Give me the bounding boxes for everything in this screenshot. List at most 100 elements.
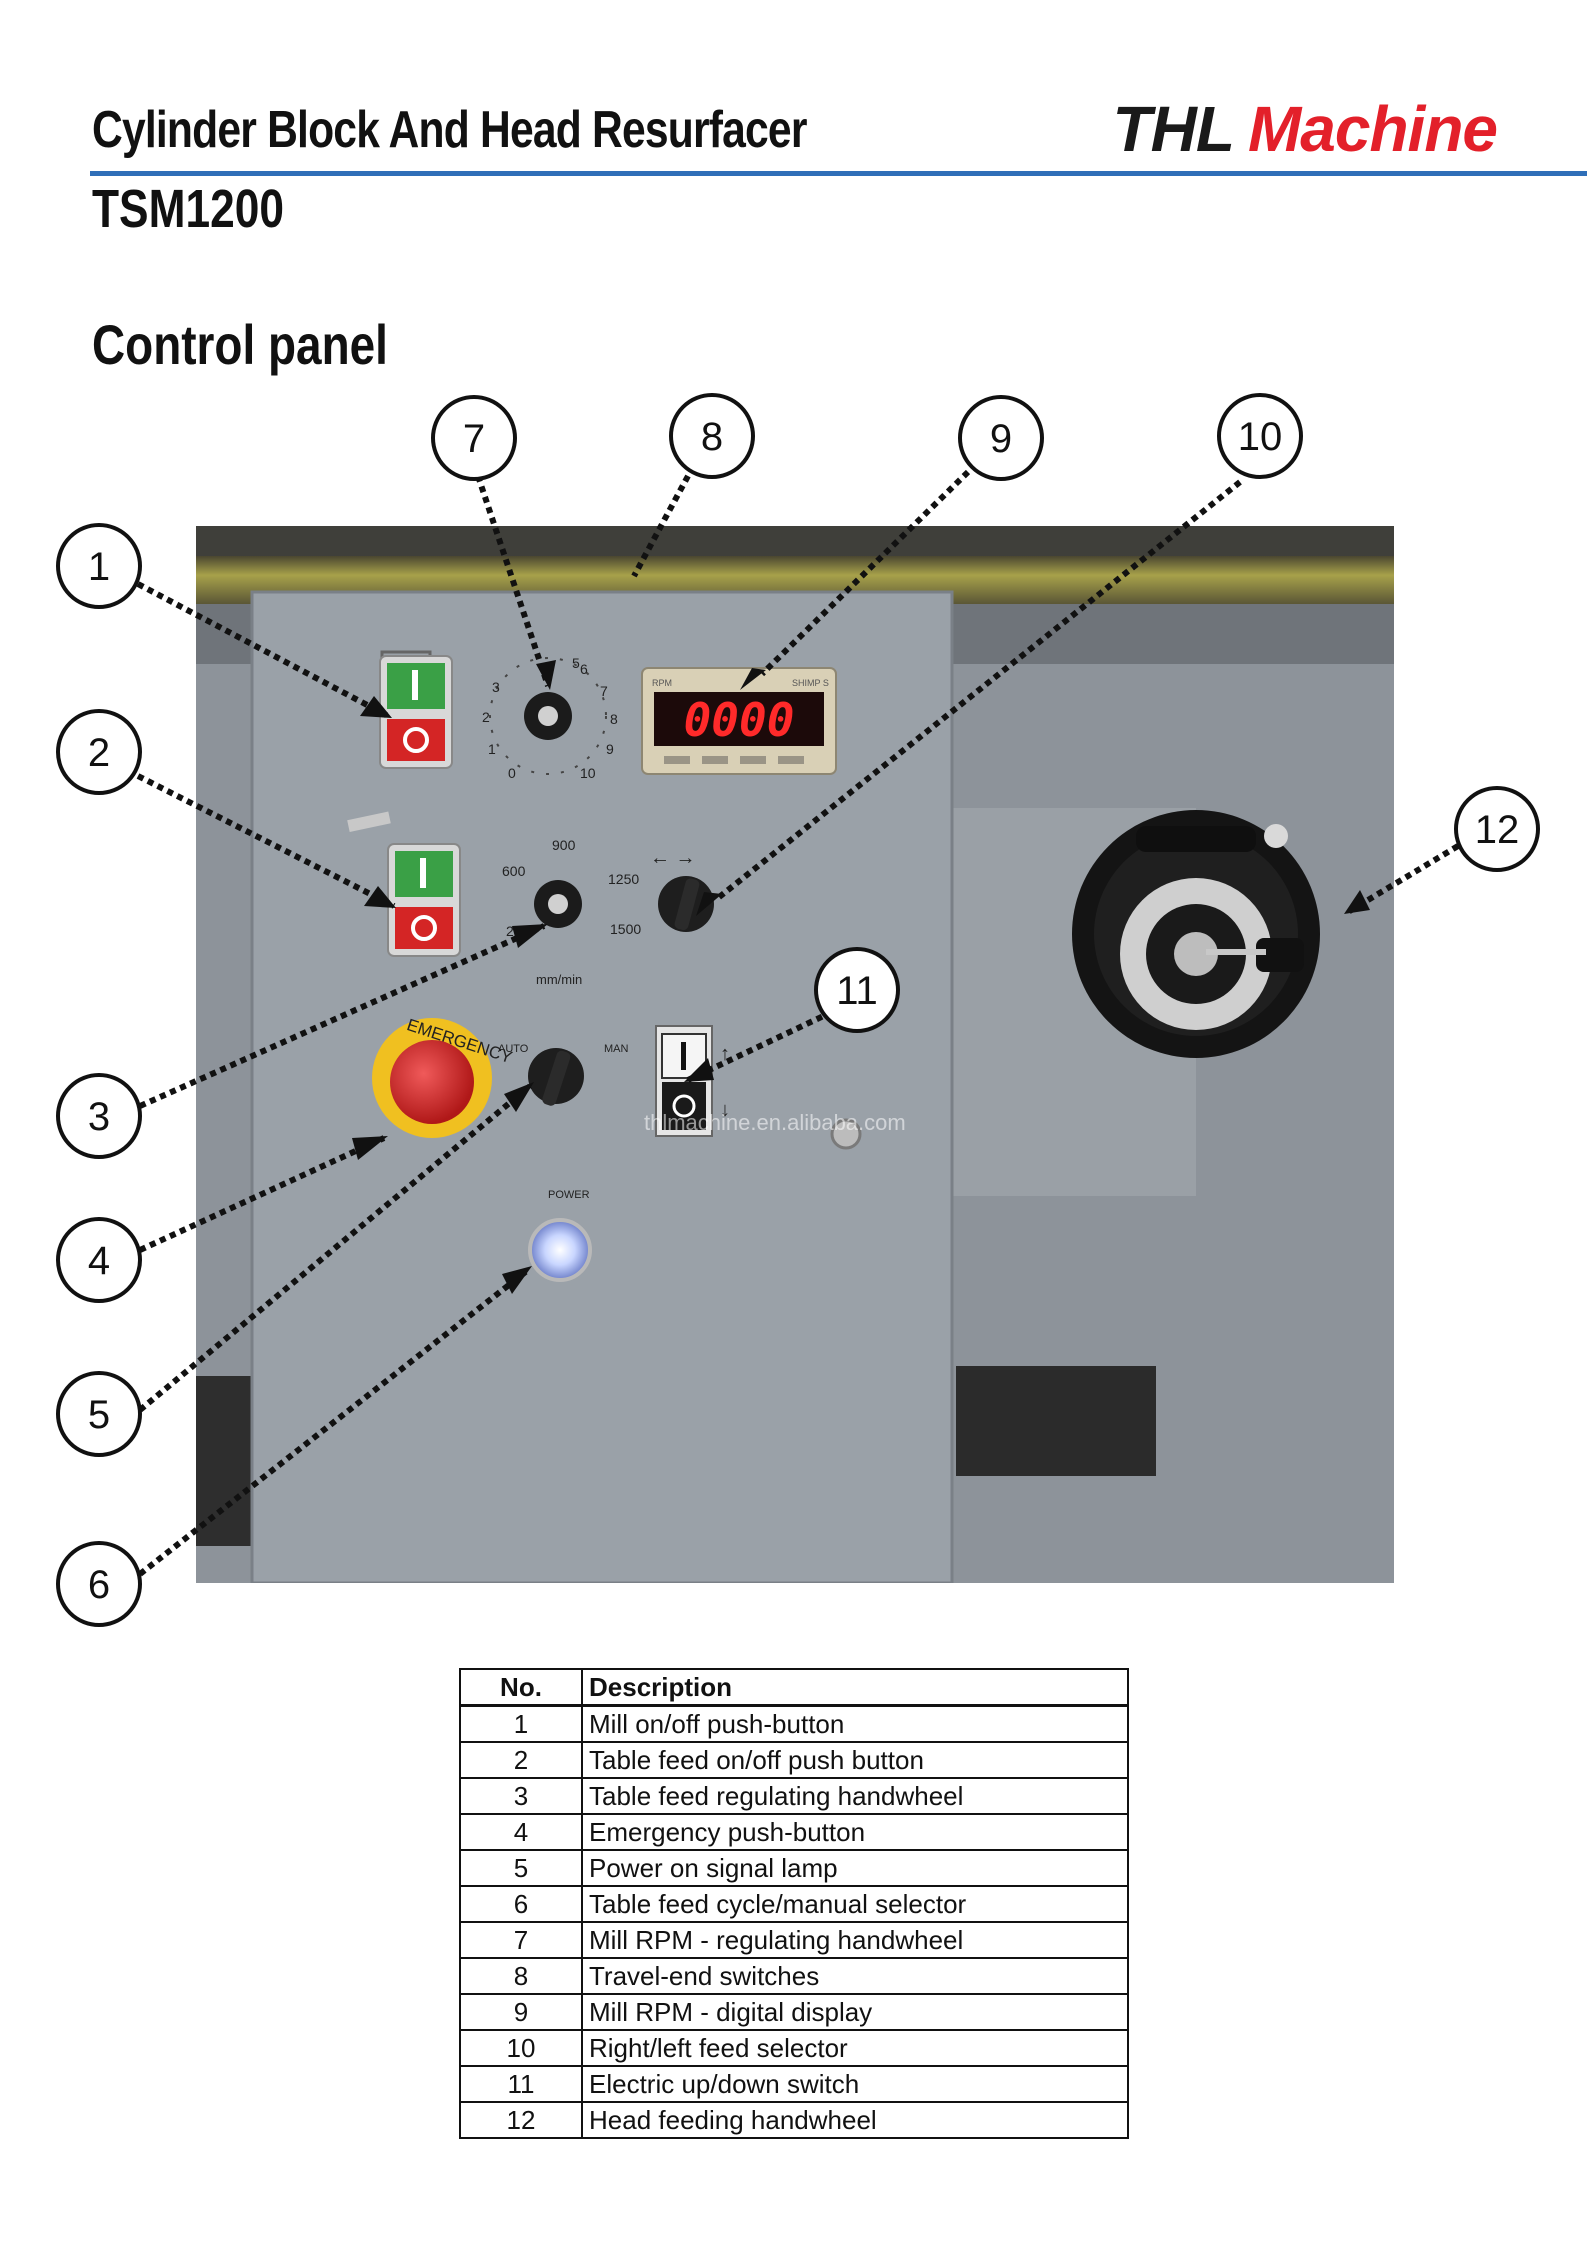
rpm-scale-label: 7 [600,683,608,699]
callout-3: 3 [56,1073,142,1159]
row-number: 11 [459,2065,583,2103]
power-lamp: POWER [528,1189,592,1282]
callout-number: 10 [1238,415,1283,459]
row-description: Table feed cycle/manual selector [581,1885,1129,1923]
callout-number: 9 [990,417,1012,461]
callout-10: 10 [1217,393,1303,479]
rpm-scale-label: 2 [482,709,490,725]
rpm-scale-label: 9 [606,741,614,757]
row-description: Mill RPM - regulating handwheel [581,1921,1129,1959]
feed-scale-label: 2 [506,923,514,939]
svg-text:↓: ↓ [720,1099,730,1121]
row-description: Right/left feed selector [581,2029,1129,2067]
mill-push-button [379,650,453,769]
rpm-scale-label: 3 [492,679,500,695]
rpm-scale-label: 6 [580,661,588,677]
row-description: Travel-end switches [581,1957,1129,1995]
power-label: POWER [548,1189,590,1201]
row-description: Table feed on/off push button [581,1741,1129,1779]
feed-knob: 900 600 1250 1500 2 mm/min [502,837,641,987]
svg-text:↑: ↑ [720,1043,730,1065]
rpm-scale-label: 10 [580,765,596,781]
callout-4: 4 [56,1217,142,1303]
row-number: 5 [459,1849,583,1887]
callout-number: 6 [88,1563,110,1607]
callout-number: 4 [88,1239,110,1283]
row-description: Mill RPM - digital display [581,1993,1129,2031]
row-number: 6 [459,1885,583,1923]
rpm-knob: 0 1 2 3 5 6 7 8 9 10 [482,655,618,781]
display-label-right: SHIMP S [792,678,829,688]
row-description: Emergency push-button [581,1813,1129,1851]
feed-scale-label: 1500 [610,921,641,937]
auto-label: AUTO [498,1043,529,1055]
row-number: 9 [459,1993,583,2031]
table-header-row: No. Description [459,1668,1129,1707]
section-title: Control panel [92,313,388,376]
watermark: thlmachine.en.alibaba.com [644,1110,906,1135]
feed-scale-unit: mm/min [536,972,582,987]
column-header-no: No. [459,1668,583,1707]
rpm-digital-display: RPM SHIMP S 0000 [641,667,837,775]
row-number: 2 [459,1741,583,1779]
callout-2: 2 [56,709,142,795]
row-number: 7 [459,1921,583,1959]
callout-12: 12 [1454,786,1540,872]
callout-number: 3 [88,1095,110,1139]
brand-logo-part2: Machine [1247,93,1498,165]
display-value: 0000 [684,693,795,747]
callout-number: 7 [463,417,485,461]
feed-scale-label: 600 [502,863,526,879]
row-number: 10 [459,2029,583,2067]
row-number: 8 [459,1957,583,1995]
control-panel-photo: 0 1 2 3 5 6 7 8 9 10 RPM SHIMP S 0000 [196,526,1394,1583]
feed-scale-label: 1250 [608,871,639,887]
callout-number: 8 [701,415,723,459]
document-title: Cylinder Block And Head Resurfacer [92,101,807,159]
row-number: 1 [459,1704,583,1743]
callout-number: 2 [88,731,110,775]
top-shadow [196,526,1394,556]
callout-number: 1 [88,545,110,589]
control-box [250,590,954,1583]
header-rule [90,171,1587,176]
rpm-scale-label: 1 [488,741,496,757]
callout-number: 5 [88,1393,110,1437]
man-label: MAN [604,1043,629,1055]
row-description: Mill on/off push-button [581,1704,1129,1743]
callout-6: 6 [56,1541,142,1627]
model-number: TSM1200 [92,179,284,239]
indicator-light [830,1118,862,1150]
row-description: Power on signal lamp [581,1849,1129,1887]
head-handwheel [1072,810,1320,1058]
row-number: 12 [459,2101,583,2139]
callout-number: 12 [1475,808,1520,852]
row-number: 4 [459,1813,583,1851]
callout-5: 5 [56,1371,142,1457]
row-description: Table feed regulating handwheel [581,1777,1129,1815]
direction-selector: ← → [650,847,714,932]
callout-7: 7 [431,395,517,481]
lower-opening [956,1366,1156,1476]
rpm-scale-label: 8 [610,711,618,727]
brand-logo-part1: THL [1112,93,1235,165]
callout-9: 9 [958,395,1044,481]
row-description: Head feeding handwheel [581,2101,1129,2139]
rpm-scale-label: 5 [572,655,580,671]
callout-1: 1 [56,523,142,609]
control-panel-illustration: 0 1 2 3 5 6 7 8 9 10 RPM SHIMP S 0000 [196,526,1394,1583]
display-label-left: RPM [652,678,672,688]
column-header-description: Description [581,1668,1129,1707]
